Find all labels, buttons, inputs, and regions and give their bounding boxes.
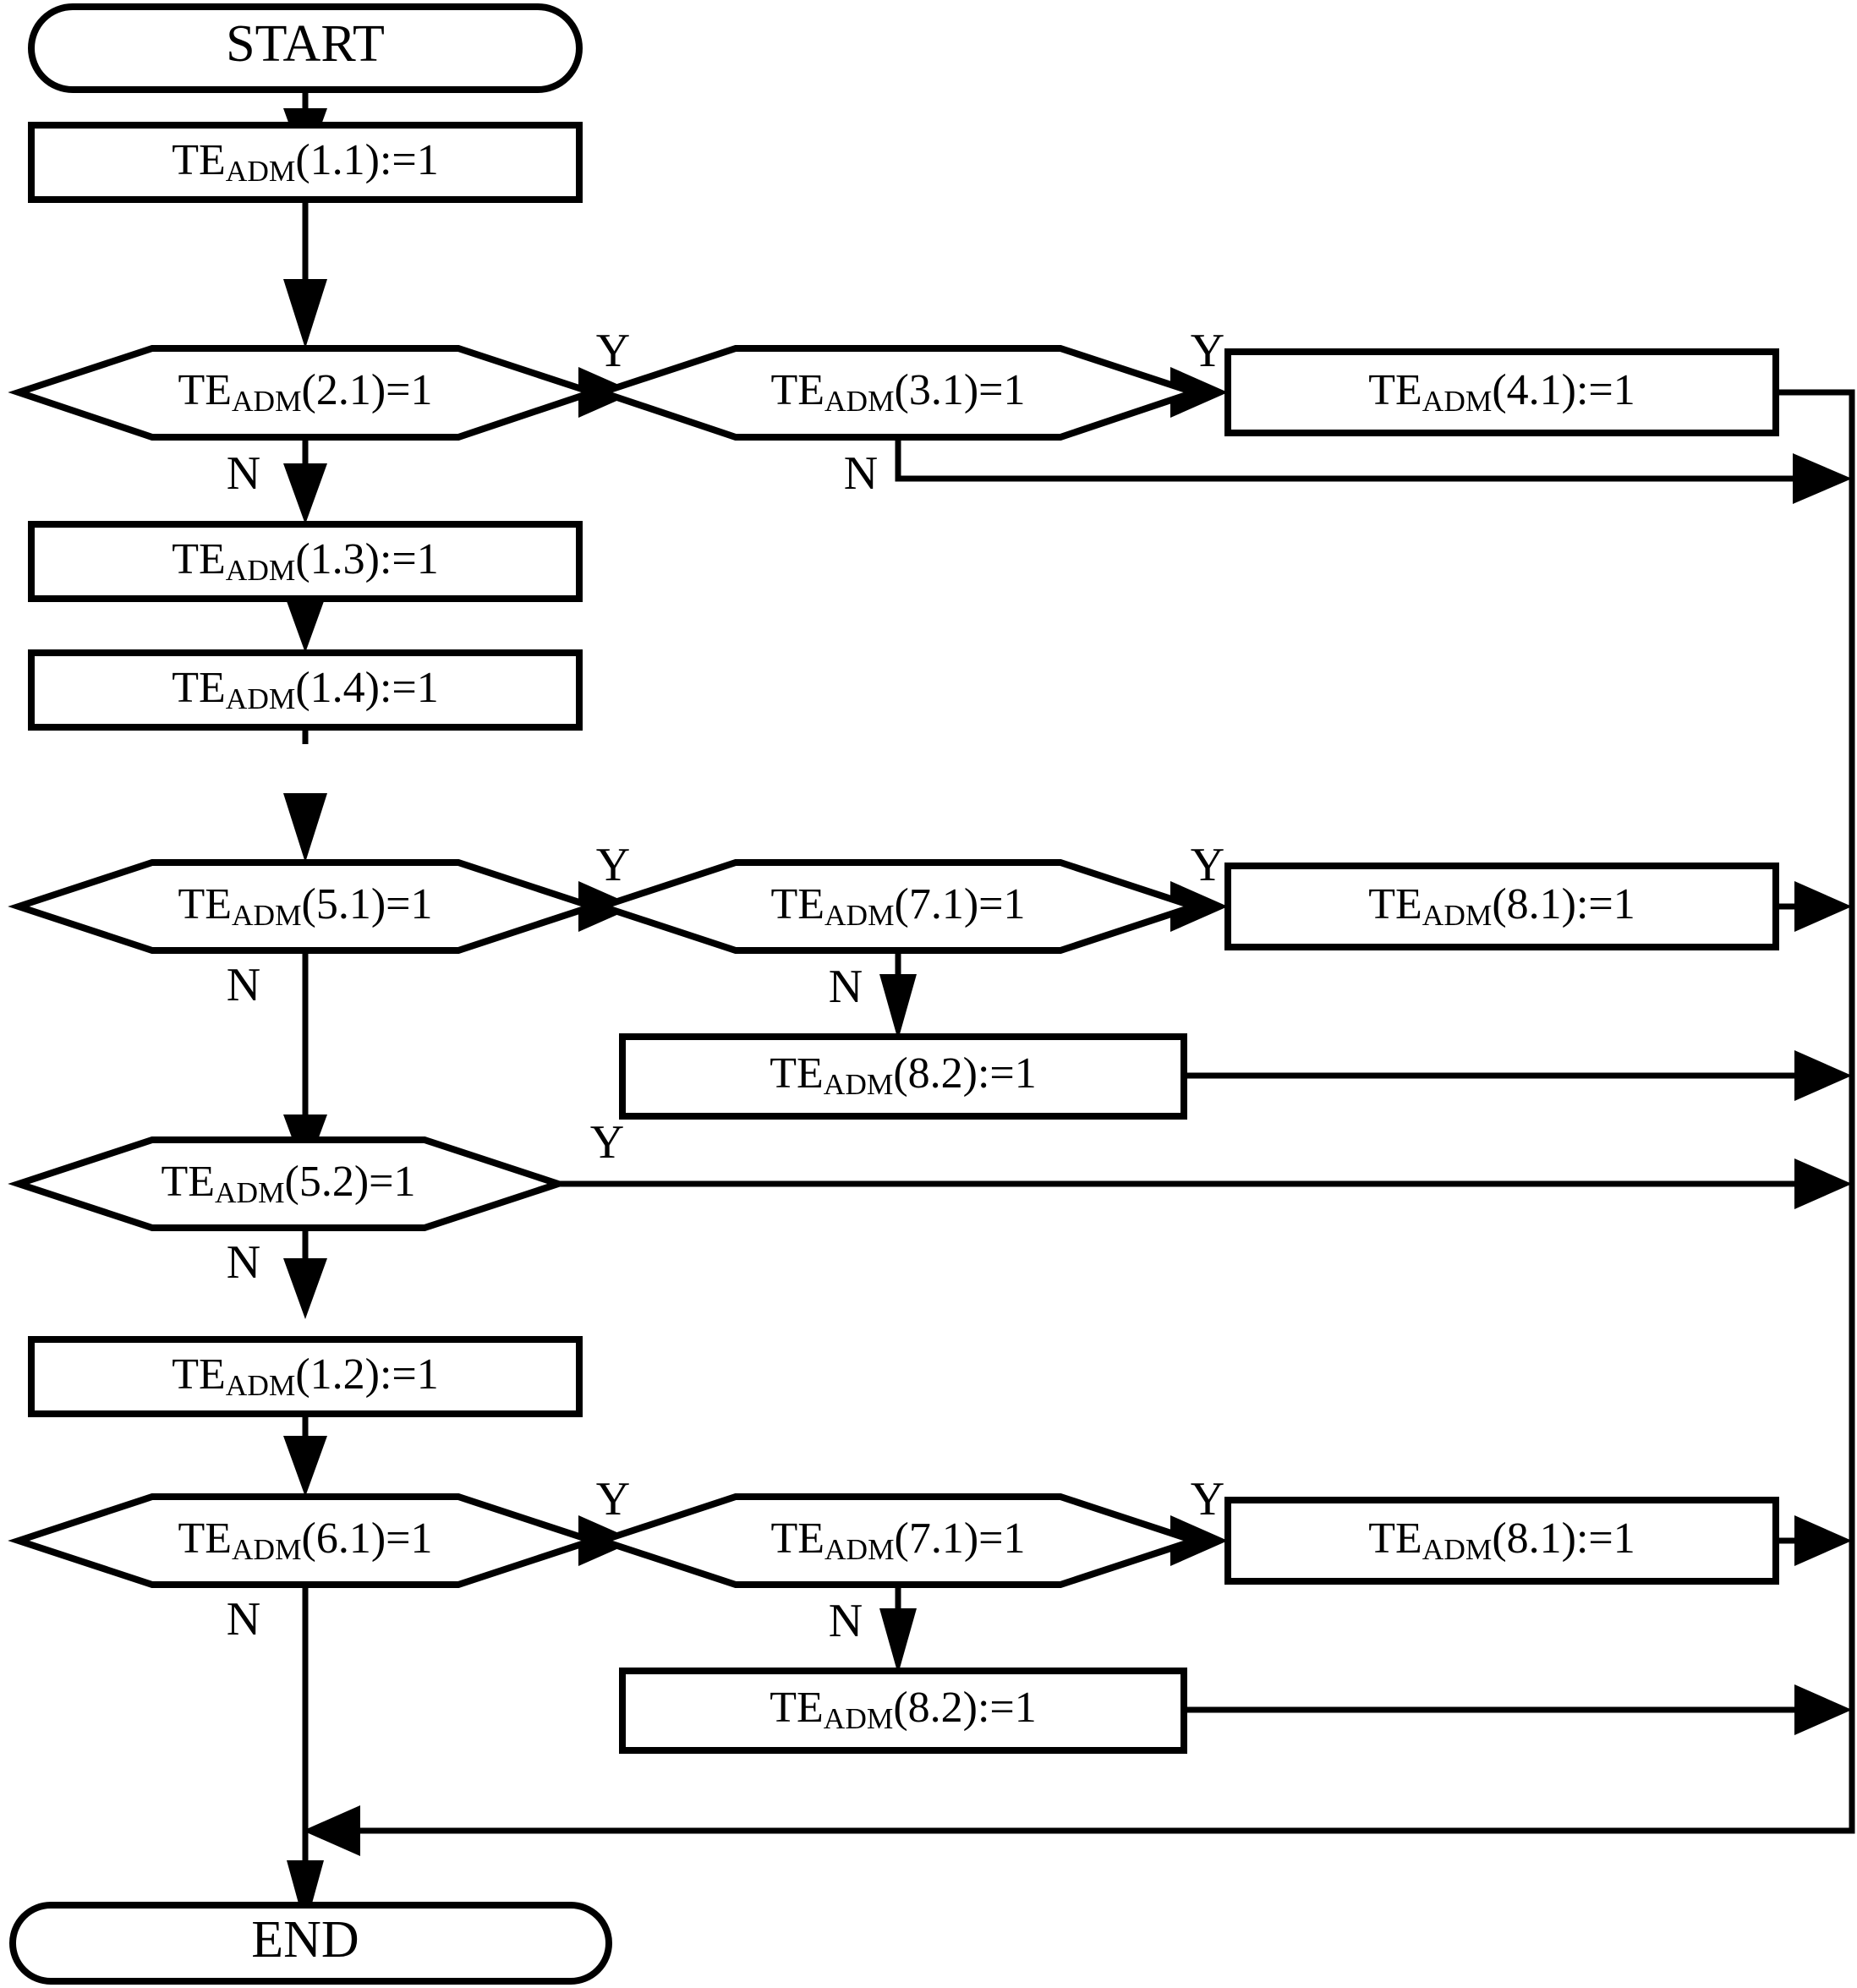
arrowhead-d71b-no [879,1608,917,1674]
node-p11-shape[interactable] [28,122,583,203]
arrowhead-p11-to-d21 [283,279,327,348]
branch-label-d61-yes: Y [596,1473,630,1525]
branch-label-d51-no: N [227,959,260,1011]
edge-d31-no [895,437,1796,482]
node-d71b-label: TEADM(7.1)=1 [770,1514,1025,1566]
node-p82a-label: TEADM(8.2):=1 [770,1049,1036,1101]
node-p81b-shape[interactable] [1224,1497,1779,1585]
arrowhead-d31-no [1793,453,1852,504]
node-p12-label: TEADM(1.2):=1 [172,1350,438,1402]
edge-p41-to-rail [1776,389,1855,474]
node-p81a-label: TEADM(8.1):=1 [1368,880,1635,932]
node-d52-shape[interactable] [8,1136,569,1231]
arrowhead-return-rail [303,1805,360,1856]
node-d71a-label: TEADM(7.1)=1 [770,880,1025,932]
node-p81b-label: TEADM(8.1):=1 [1368,1514,1635,1566]
node-p82b-shape[interactable] [619,1668,1187,1754]
node-p41-label: TEADM(4.1):=1 [1368,366,1635,418]
arrowhead-p13-to-p14 [283,592,327,653]
branch-label-d31-yes: Y [1191,325,1224,377]
node-d71b-shape[interactable] [591,1493,1205,1588]
arrowhead-d52-no [283,1258,327,1319]
node-d21-label: TEADM(2.1)=1 [178,366,432,418]
branch-label-d31-no: N [844,447,878,500]
edge-return-rail [355,392,1855,1834]
arrowhead-d21-no [283,463,327,524]
node-start-shape[interactable] [28,3,583,93]
branch-label-d52-no: N [227,1236,260,1289]
branch-label-d71b-yes: Y [1191,1473,1224,1525]
arrowhead-p81b-to-rail [1794,1515,1852,1566]
node-layer: START TEADM(1.1):=1 TEADM(2.1)=1 TEADM(3… [8,3,1779,1985]
arrowhead-d71a-no [879,974,917,1040]
branch-label-d61-no: N [227,1593,260,1646]
branch-label-d21-yes: Y [596,325,630,377]
arrowhead-p14-to-d51 [283,793,327,863]
node-p13-shape[interactable] [28,521,583,602]
node-d61-label: TEADM(6.1)=1 [178,1514,432,1566]
node-d31-label: TEADM(3.1)=1 [770,366,1025,418]
branch-label-d21-no: N [227,447,260,500]
node-d51-label: TEADM(5.1)=1 [178,880,432,932]
arrowhead-p82a-to-rail [1794,1050,1852,1101]
node-d71a-shape[interactable] [591,859,1205,954]
node-end-label: END [251,1911,359,1969]
node-p41-shape[interactable] [1224,348,1779,436]
branch-label-d52-yes: Y [590,1116,624,1169]
node-p82b-label: TEADM(8.2):=1 [770,1684,1036,1735]
branch-label-d71a-no: N [829,961,863,1013]
node-p81a-shape[interactable] [1224,863,1779,950]
node-start-label: START [226,15,385,73]
branch-label-d51-yes: Y [596,839,630,891]
branch-label-d71b-no: N [829,1595,863,1647]
node-p11-label: TEADM(1.1):=1 [172,136,438,188]
node-p14-shape[interactable] [28,649,583,731]
node-p82a-shape[interactable] [619,1033,1187,1120]
node-d31-shape[interactable] [591,345,1205,441]
branch-label-layer: Y N Y N Y N Y N Y N Y N Y N [227,325,1224,1647]
arrowhead-d61-no [287,1860,324,1928]
node-p13-label: TEADM(1.3):=1 [172,535,438,587]
arrowhead-p82b-to-rail [1794,1684,1852,1735]
arrowhead-p81a-to-rail [1794,881,1852,932]
node-d52-label: TEADM(5.2)=1 [161,1158,415,1209]
branch-label-d71a-yes: Y [1191,839,1224,891]
arrowhead-d52-yes [1794,1158,1852,1209]
node-end-shape[interactable] [9,1902,612,1985]
node-p12-shape[interactable] [28,1336,583,1417]
arrowhead-p12-to-d61 [283,1436,327,1497]
node-p14-label: TEADM(1.4):=1 [172,664,438,715]
